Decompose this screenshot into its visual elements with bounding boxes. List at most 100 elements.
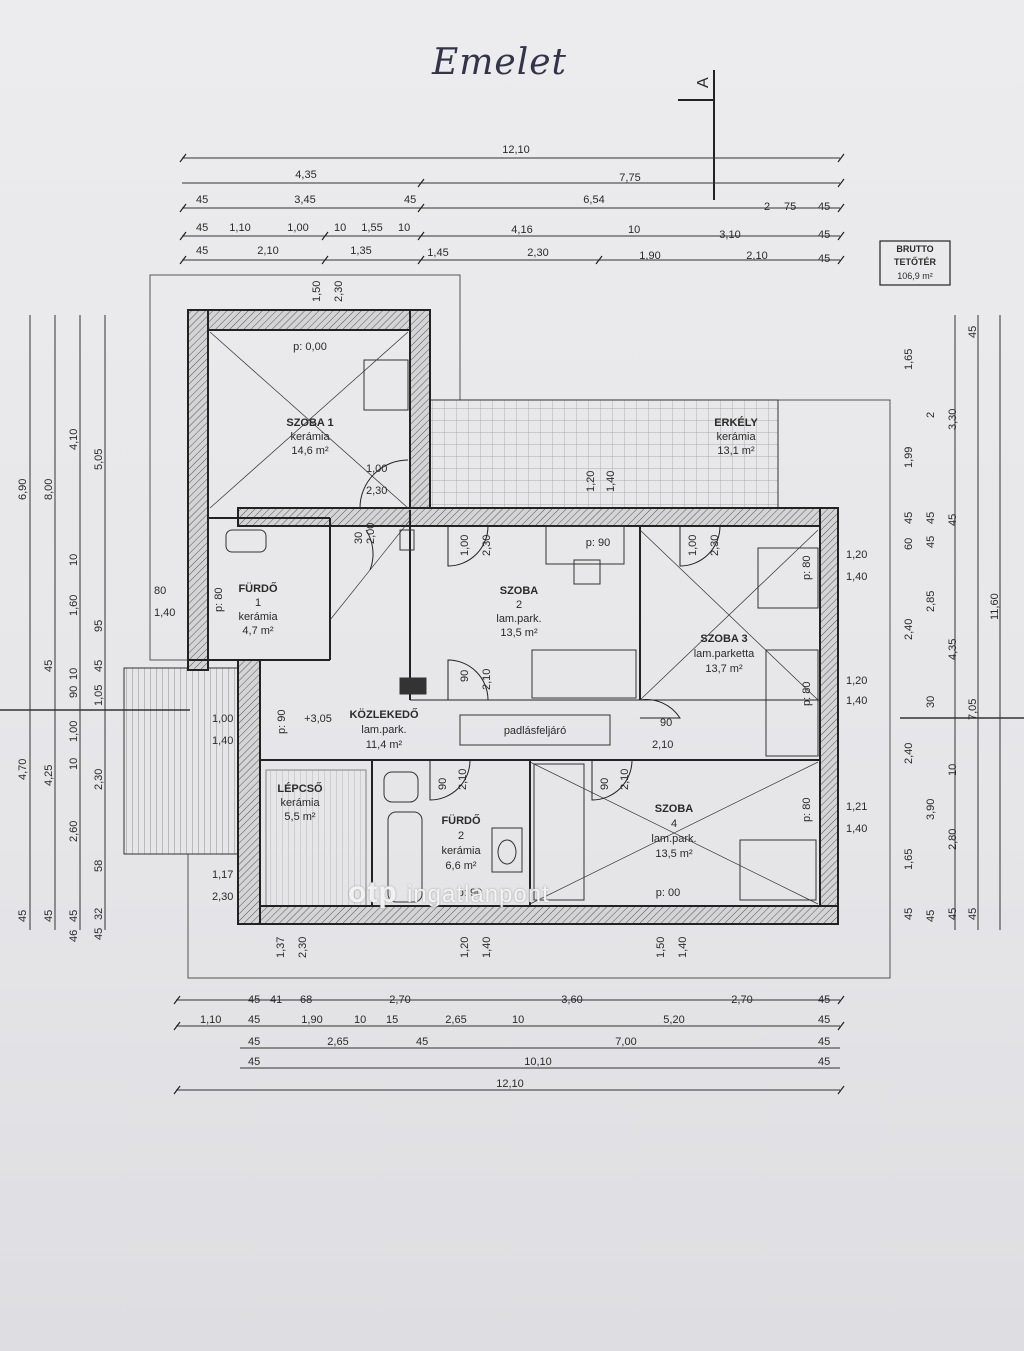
dim-label: 45 xyxy=(925,512,937,524)
szoba3-name: SZOBA 3 xyxy=(700,633,747,645)
dim-label: 12,10 xyxy=(496,1078,524,1090)
furdo1-name: FÜRDŐ xyxy=(238,582,278,595)
szoba2-name: SZOBA xyxy=(500,585,539,597)
szoba4-level: p: 00 xyxy=(656,887,680,899)
watermark-otp: otp xyxy=(348,876,398,909)
opening-label: 2,30 xyxy=(212,891,233,903)
brutto-line-1: BRUTTO xyxy=(896,244,933,254)
dim-label: 5,20 xyxy=(663,1014,684,1026)
dim-label: 4,25 xyxy=(43,765,55,786)
furdo2-num: 2 xyxy=(458,830,464,842)
opening-label: 90 xyxy=(660,717,672,729)
attic-access-label: padlásfeljáró xyxy=(504,725,566,737)
dim-label: 45 xyxy=(818,253,830,265)
furdo1-num: 1 xyxy=(255,597,261,609)
opening-label: 1,20 xyxy=(846,675,867,687)
lepcso-floor: kerámia xyxy=(280,797,320,809)
dim-label: 8,00 xyxy=(43,479,55,500)
opening-label: 1,40 xyxy=(481,937,493,958)
dim-label: 95 xyxy=(93,620,105,632)
dim-label: 1,55 xyxy=(361,222,382,234)
right-dimensions: 1,65 1,99 45 60 2,40 2,40 1,65 45 45 2 4… xyxy=(903,326,1001,922)
opening-label: 2,30 xyxy=(709,535,721,556)
dim-label: 45 xyxy=(947,514,959,526)
opening-label: p: 90 xyxy=(276,710,288,734)
opening-label: p: 80 xyxy=(801,798,813,822)
dim-label: 1,35 xyxy=(350,245,371,257)
furdo1-floor: kerámia xyxy=(238,611,278,623)
opening-label: 1,50 xyxy=(311,281,323,302)
szoba2-level: p: 90 xyxy=(586,537,610,549)
dim-label: 2,30 xyxy=(527,247,548,259)
erkely-floor: kerámia xyxy=(716,431,756,443)
dim-label: 2,65 xyxy=(445,1014,466,1026)
szoba1-level: p: 0,00 xyxy=(293,341,327,353)
dim-label: 45 xyxy=(248,1014,260,1026)
dim-label: 2,60 xyxy=(68,821,80,842)
left-dimensions: 6,90 4,70 45 8,00 45 4,25 45 4,10 10 1,6… xyxy=(17,429,105,942)
szoba1-name: SZOBA 1 xyxy=(286,417,333,429)
dim-label: 41 xyxy=(270,994,282,1006)
brutto-line-2: TETŐTÉR xyxy=(894,256,936,267)
dim-label: 3,30 xyxy=(947,409,959,430)
szoba2-num: 2 xyxy=(516,599,522,611)
dim-label: 10 xyxy=(68,668,80,680)
lepcso-name: LÉPCSŐ xyxy=(277,782,323,795)
opening-label: 1,40 xyxy=(605,471,617,492)
szoba3-area: 13,7 m² xyxy=(705,663,743,675)
watermark-brand: ingatlanpont xyxy=(406,881,550,908)
dim-label: 45 xyxy=(903,512,915,524)
dim-label: 45 xyxy=(404,194,416,206)
opening-label: 1,00 xyxy=(459,535,471,556)
dim-label: 45 xyxy=(248,1056,260,1068)
opening-label: 1,00 xyxy=(687,535,699,556)
opening-label: 2,10 xyxy=(619,769,631,790)
brutto-box: BRUTTO TETŐTÉR 106,9 m² xyxy=(879,240,951,286)
dim-label: 1,05 xyxy=(93,685,105,706)
opening-label: 1,50 xyxy=(655,937,667,958)
dim-label: 1,60 xyxy=(68,595,80,616)
dim-label: 7,75 xyxy=(619,172,640,184)
kozlekedo-area: 11,4 m² xyxy=(366,739,403,751)
brutto-line-3: 106,9 m² xyxy=(897,271,933,281)
dim-label: 4,35 xyxy=(947,639,959,660)
opening-label: 1,20 xyxy=(585,471,597,492)
dim-label: 45 xyxy=(93,928,105,940)
dim-label: 4,10 xyxy=(68,429,80,450)
dim-label: 1,65 xyxy=(903,849,915,870)
dim-label: 10 xyxy=(354,1014,366,1026)
opening-label: 90 xyxy=(459,670,471,682)
opening-label: 1,20 xyxy=(459,937,471,958)
handwritten-title: Emelet xyxy=(432,42,568,83)
szoba2-area: 13,5 m² xyxy=(500,627,538,639)
dim-label: 45 xyxy=(925,536,937,548)
dim-label: 6,90 xyxy=(17,479,29,500)
dim-label: 2,85 xyxy=(925,591,937,612)
dim-label: 3,60 xyxy=(561,994,582,1006)
dim-label: 45 xyxy=(967,326,979,338)
opening-label: 1,00 xyxy=(366,463,387,475)
lepcso-area: 5,5 m² xyxy=(284,811,316,823)
dim-label: 2,40 xyxy=(903,619,915,640)
szoba4-floor: lam.park. xyxy=(651,833,696,845)
dim-label: 45 xyxy=(818,994,830,1006)
dim-label: 2,70 xyxy=(731,994,752,1006)
exterior-stair xyxy=(123,667,245,855)
dim-label: 7,05 xyxy=(967,699,979,720)
dim-label: 45 xyxy=(43,660,55,672)
dim-label: 45 xyxy=(416,1036,428,1048)
furdo2-floor: kerámia xyxy=(441,845,481,857)
dim-label: 75 xyxy=(784,201,796,213)
opening-label: 2,00 xyxy=(365,523,377,544)
szoba1-area: 14,6 m² xyxy=(291,445,329,457)
opening-label: 1,40 xyxy=(846,571,867,583)
opening-label: 2,10 xyxy=(457,769,469,790)
furdo2-area: 6,6 m² xyxy=(445,860,477,872)
opening-label: 1,40 xyxy=(154,607,175,619)
dim-label: 45 xyxy=(925,910,937,922)
kozlekedo-level: +3,05 xyxy=(304,713,332,725)
kozlekedo-name: KÖZLEKEDŐ xyxy=(349,708,419,721)
balcony-area xyxy=(421,399,779,509)
dim-label: 2 xyxy=(925,412,937,418)
